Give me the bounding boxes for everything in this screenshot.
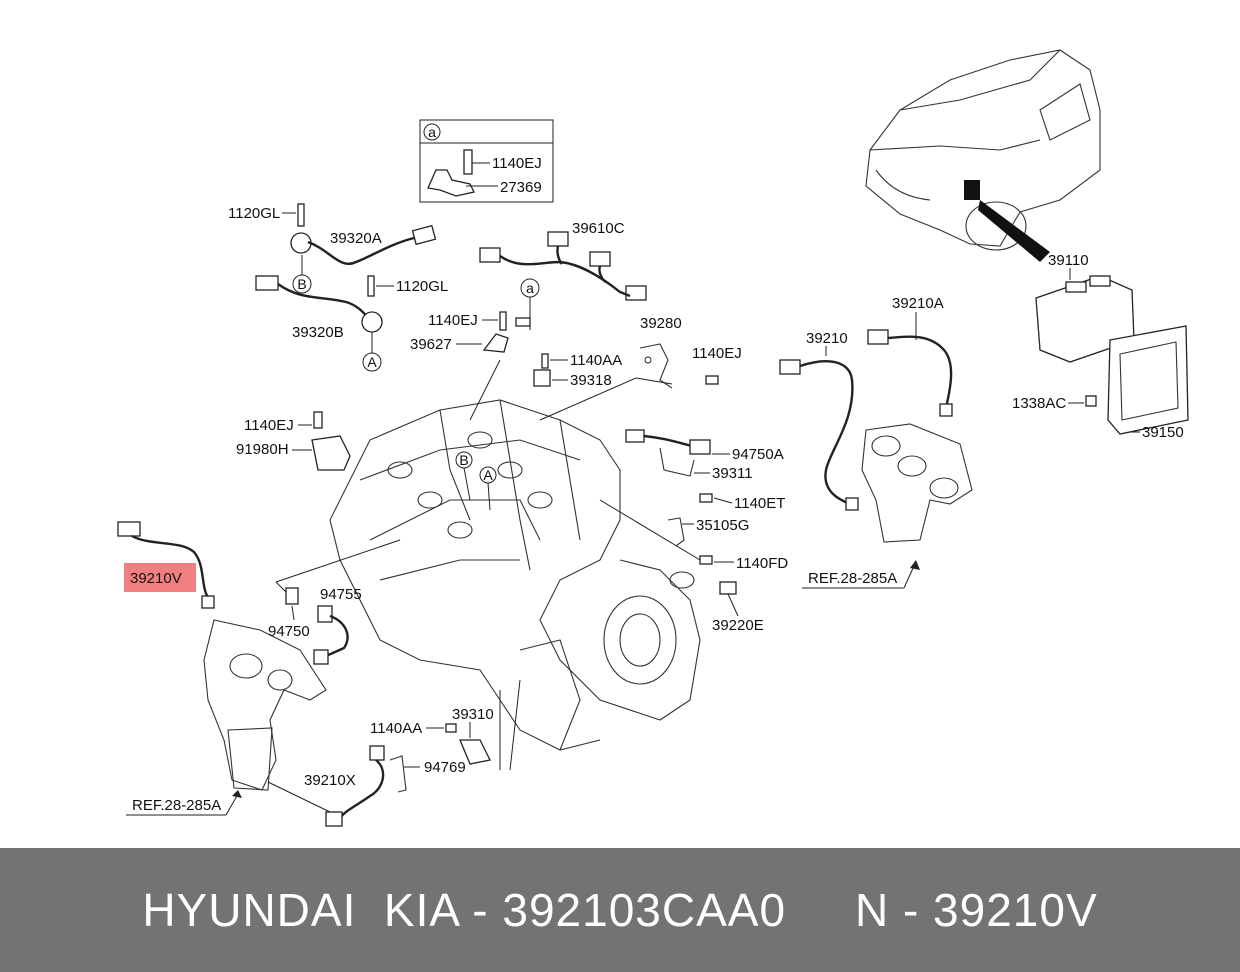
label-1120GL-1: 1120GL <box>228 205 280 222</box>
label-39280: 39280 <box>640 315 682 332</box>
ecu-group: 39110 39150 1338AC <box>1012 252 1189 441</box>
bracket-91980H-group: 1140EJ 91980H <box>236 411 351 471</box>
label-1140EJ-2: 1140EJ <box>692 345 742 362</box>
label-39320A: 39320A <box>330 230 382 247</box>
parts-diagram: a 1140EJ 27369 1120GL 39320A B 1120GL 39… <box>117 49 1189 827</box>
callout-B-2: B <box>459 452 468 468</box>
label-39320B: 39320B <box>292 324 344 341</box>
detail-box-a: a 1140EJ 27369 <box>419 119 554 203</box>
label-94750: 94750 <box>268 623 310 640</box>
label-1140FD: 1140FD <box>736 555 788 572</box>
knock-sensor-group: 1120GL 39320A B 1120GL 39320B A <box>228 203 448 372</box>
label-39310: 39310 <box>452 706 494 723</box>
label-ref-1: REF.28-285A <box>132 797 221 814</box>
sensor-bracket-group: 1140EJ 39627 1140AA 39318 39280 1140EJ <box>410 311 742 421</box>
label-1140ET: 1140ET <box>734 495 785 512</box>
right-sensor-group: 94750A 39311 1140ET 35105G 1140FD 39220E <box>599 429 788 634</box>
callout-a-main: a <box>526 280 534 296</box>
label-39110: 39110 <box>1048 252 1089 269</box>
callout-B-1: B <box>297 276 306 292</box>
label-39150: 39150 <box>1142 424 1184 441</box>
label-39318: 39318 <box>570 372 612 389</box>
diagram-canvas: a 1140EJ 27369 1120GL 39320A B 1120GL 39… <box>117 49 1189 827</box>
label-39210X: 39210X <box>304 772 356 789</box>
label-ref-2: REF.28-285A <box>808 570 897 587</box>
label-94755: 94755 <box>320 586 362 603</box>
label-1140AA-1: 1140AA <box>570 352 622 369</box>
label-39210V: 39210V <box>130 570 182 587</box>
wiring-harness-39610C: 39610C a <box>479 220 647 330</box>
label-35105G: 35105G <box>696 517 749 534</box>
highlight-39210V <box>124 563 196 592</box>
o2-sensor-39210V-group: 39210V <box>117 521 327 791</box>
label-1140EJ-box: 1140EJ <box>492 155 542 172</box>
callout-a-box: a <box>428 124 436 140</box>
right-manifold-group: 39210 39210A REF.28-285A <box>779 295 973 589</box>
label-27369: 27369 <box>500 179 542 196</box>
label-1338AC: 1338AC <box>1012 395 1066 412</box>
vehicle-illustration <box>865 49 1101 262</box>
sensor-94755-group: 94750 94755 <box>268 539 401 665</box>
callout-A-2: A <box>483 467 493 483</box>
label-1140AA-2: 1140AA <box>370 720 422 737</box>
footer-bar: HYUNDAI KIA - 392103CAA0 N - 39210V <box>0 848 1240 972</box>
label-39210A: 39210A <box>892 295 944 312</box>
label-39220E: 39220E <box>712 617 764 634</box>
label-39210: 39210 <box>806 330 848 347</box>
bottom-sensor-group: 1140AA 39310 94769 39210X REF.28-285A <box>126 679 521 827</box>
label-94769: 94769 <box>424 759 466 776</box>
label-94750A: 94750A <box>732 446 784 463</box>
callout-A-1: A <box>367 354 377 370</box>
label-39311: 39311 <box>712 465 753 482</box>
label-39627: 39627 <box>410 336 452 353</box>
label-1120GL-2: 1120GL <box>396 278 448 295</box>
label-1140EJ-1: 1140EJ <box>428 312 478 329</box>
label-1140EJ-3: 1140EJ <box>244 417 294 434</box>
part-number-title: HYUNDAI KIA - 392103CAA0 N - 39210V <box>142 884 1098 936</box>
label-91980H: 91980H <box>236 441 289 458</box>
label-39610C: 39610C <box>572 220 625 237</box>
engine-illustration: B A <box>329 359 701 751</box>
